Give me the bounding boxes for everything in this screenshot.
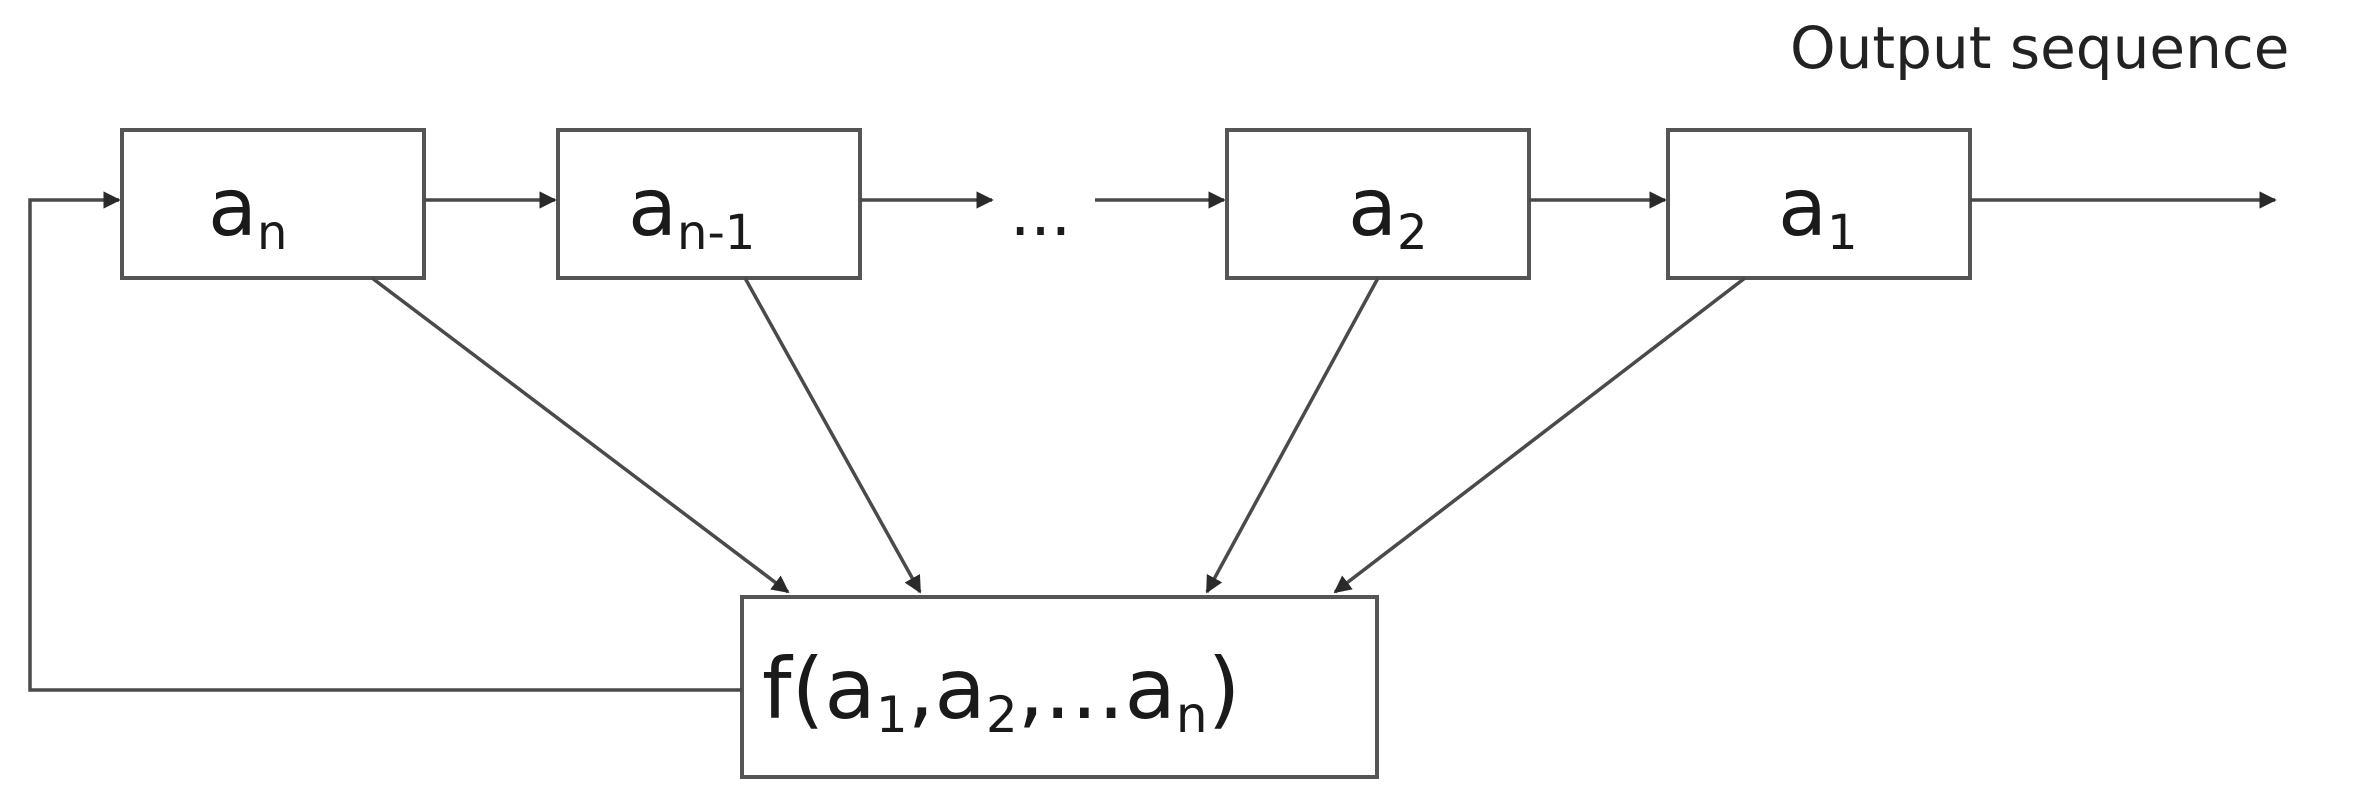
- register-a-n-label: an: [208, 161, 287, 261]
- tap-arrow-an1: [743, 277, 922, 594]
- tap-arrow-an: [370, 276, 790, 594]
- register-a-1-box: [1666, 128, 1972, 280]
- register-a-2: a2: [1225, 128, 1531, 280]
- ellipsis-label: ...: [1010, 177, 1071, 251]
- register-a-1: a1: [1666, 128, 1972, 280]
- output-sequence-label: Output sequence: [1790, 14, 2289, 82]
- register-a-2-label: a2: [1348, 161, 1428, 261]
- register-a-n-minus-1-label: an-1: [628, 161, 755, 261]
- feedback-loop-arrow: [28, 191, 742, 692]
- feedback-function-box: [740, 595, 1379, 779]
- register-a-n-box: [120, 128, 426, 280]
- register-a-n-minus-1: an-1: [556, 128, 862, 280]
- tap-arrow-a1: [1333, 276, 1747, 594]
- register-a-n: an: [120, 128, 426, 280]
- register-a-n-minus-1-box: [556, 128, 862, 280]
- register-a-1-label: a1: [1778, 161, 1858, 261]
- tap-arrow-a2: [1205, 277, 1380, 594]
- feedback-function-label: f(a1,a2,...an): [762, 640, 1240, 744]
- feedback-function: f(a1,a2,...an): [740, 595, 1379, 779]
